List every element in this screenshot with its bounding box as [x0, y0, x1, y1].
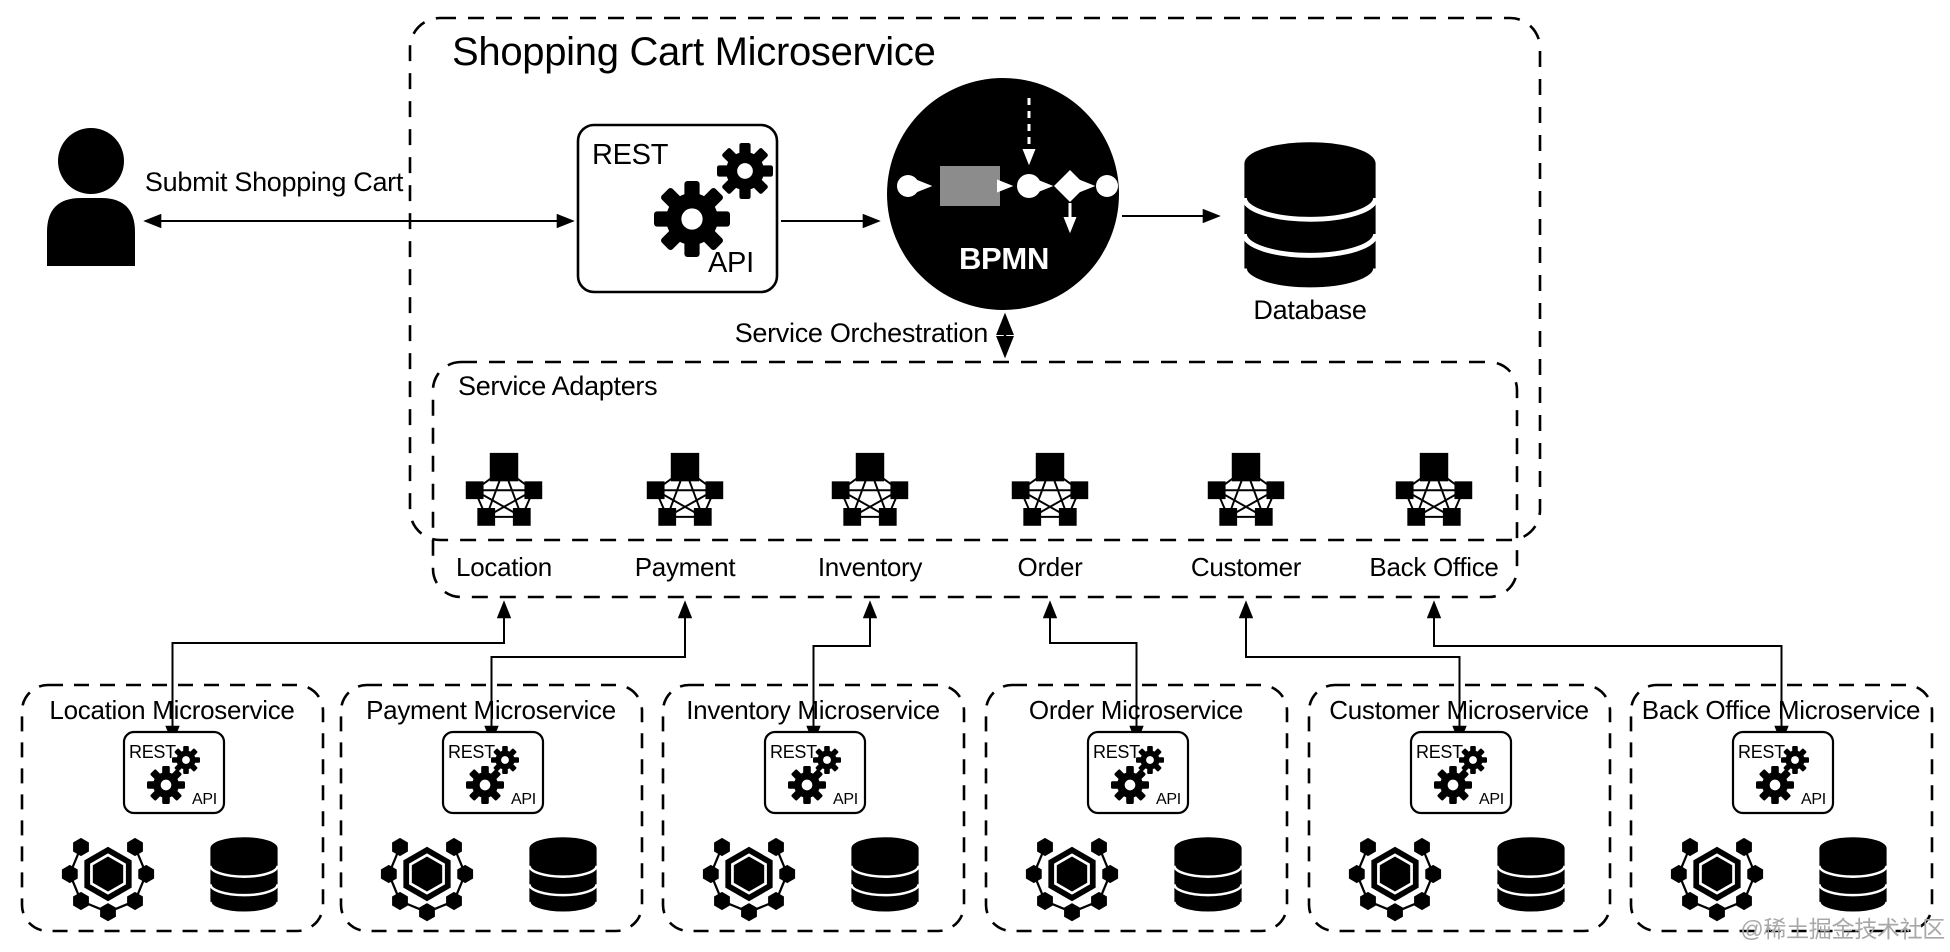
service-adapter-icon — [464, 452, 544, 527]
rest-api-box — [576, 123, 779, 294]
adapter-label-location: Location — [456, 552, 552, 582]
connector-inventory — [806, 600, 878, 744]
mini-rest-label: REST — [1093, 742, 1140, 762]
mini-api-label: API — [192, 791, 217, 808]
person-icon — [47, 128, 135, 266]
service-title-location: Location Microservice — [49, 695, 295, 725]
bpmn-process-circle-icon — [887, 78, 1119, 310]
actor-arrow-label: Submit Shopping Cart — [144, 167, 404, 197]
service-adapter-icon — [830, 452, 910, 527]
mini-api-label: API — [1156, 791, 1181, 808]
service-title-customer: Customer Microservice — [1329, 695, 1589, 725]
mini-rest-label: REST — [129, 742, 176, 762]
adapter-label-order: Order — [1017, 552, 1083, 582]
orchestration-label: Service Orchestration — [734, 318, 989, 348]
mini-api-label: API — [511, 791, 536, 808]
mini-rest-label: REST — [1416, 742, 1463, 762]
connector-payment — [484, 600, 693, 744]
bpmn-task-rect — [940, 166, 1000, 206]
service-adapter-icon — [1394, 452, 1474, 527]
mini-rest-label: REST — [1738, 742, 1785, 762]
service-connectors — [165, 600, 1789, 744]
api-label: API — [708, 247, 754, 279]
adapter-label-back-office: Back Office — [1369, 552, 1499, 582]
rest-label: REST — [592, 139, 669, 171]
shopping-cart-box-border — [408, 16, 1542, 542]
mini-rest-label: REST — [770, 742, 817, 762]
adapter-label-customer: Customer — [1190, 552, 1302, 582]
database-cylinder-icon — [1244, 142, 1375, 290]
adapter-label-payment: Payment — [634, 552, 736, 582]
service-adapters-box-border — [431, 360, 1519, 599]
bpmn-label: BPMN — [958, 241, 1050, 276]
service-title-order: Order Microservice — [1028, 695, 1244, 725]
mini-api-label: API — [1801, 791, 1826, 808]
mini-api-label: API — [1479, 791, 1504, 808]
service-title-back-office: Back Office Microservice — [1641, 695, 1921, 725]
service-adapters-title: Service Adapters — [458, 371, 658, 401]
adapter-icons — [464, 452, 1474, 527]
watermark: @稀土掘金技术社区 — [1740, 916, 1945, 942]
mini-rest-label: REST — [448, 742, 495, 762]
service-title-payment: Payment Microservice — [366, 695, 616, 725]
service-adapter-icon — [1206, 452, 1286, 527]
page-title: Shopping Cart Microservice — [452, 30, 936, 74]
connector-order — [1042, 600, 1144, 744]
adapter-label-inventory: Inventory — [817, 552, 923, 582]
service-adapter-icon — [645, 452, 725, 527]
service-title-inventory: Inventory Microservice — [686, 695, 940, 725]
connector-back-office — [1426, 600, 1789, 744]
service-adapter-icon — [1010, 452, 1090, 527]
mini-api-label: API — [833, 791, 858, 808]
database-label: Database — [1253, 295, 1367, 325]
